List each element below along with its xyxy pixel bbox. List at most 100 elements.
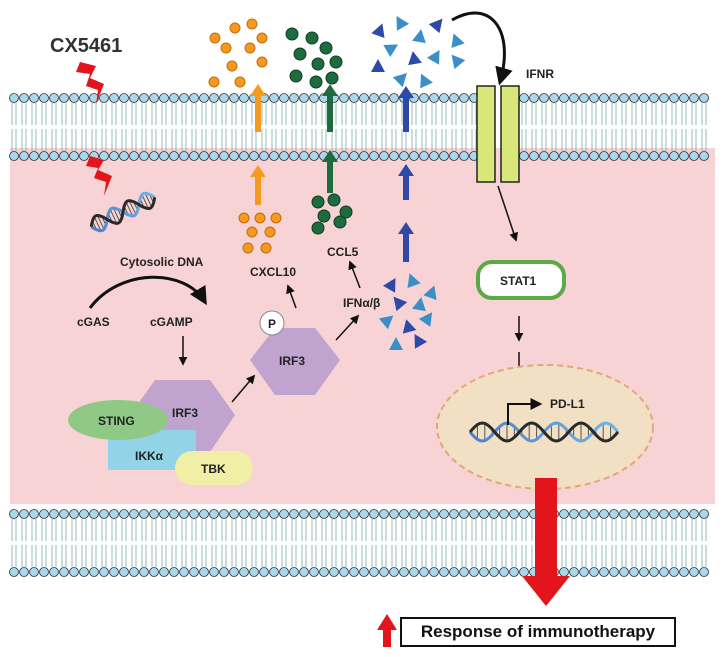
lipid-head <box>29 509 39 519</box>
lipid-head <box>189 151 199 161</box>
irf3-active-hexagon <box>250 328 340 395</box>
lipid-head <box>589 567 599 577</box>
ifn-particle <box>393 296 408 312</box>
lipid-head <box>689 151 699 161</box>
cxcl10-particle <box>264 226 276 238</box>
lipid-head <box>169 509 179 519</box>
lipid-head <box>209 151 219 161</box>
lipid-head <box>339 509 349 519</box>
lipid-head <box>39 93 49 103</box>
lipid-head <box>639 509 649 519</box>
lipid-head <box>49 151 59 161</box>
lipid-head <box>19 567 29 577</box>
lipid-head <box>429 567 439 577</box>
lipid-head <box>679 93 689 103</box>
lipid-head <box>699 93 709 103</box>
lipid-head <box>209 509 219 519</box>
lipid-head <box>79 93 89 103</box>
lipid-head <box>189 567 199 577</box>
sting-ellipse <box>68 400 168 440</box>
lipid-head <box>269 93 279 103</box>
complex-to-irf3-arrow <box>231 374 256 403</box>
lipid-head <box>669 151 679 161</box>
lipid-head <box>169 151 179 161</box>
lipid-head <box>149 151 159 161</box>
lipid-head <box>329 567 339 577</box>
lipid-head <box>299 151 309 161</box>
lipid-head <box>379 567 389 577</box>
lipid-head <box>109 509 119 519</box>
lipid-head <box>109 567 119 577</box>
lipid-head <box>129 93 139 103</box>
lipid-head <box>189 509 199 519</box>
ccl5-particle <box>327 193 341 207</box>
lipid-head <box>269 567 279 577</box>
lipid-head <box>519 93 529 103</box>
lipid-head <box>399 509 409 519</box>
ifn-particle <box>412 297 426 312</box>
lipid-head <box>509 567 519 577</box>
lipid-head <box>639 93 649 103</box>
lipid-head <box>379 93 389 103</box>
ccl5-particle <box>309 75 323 89</box>
lipid-head <box>119 567 129 577</box>
lipid-head <box>29 151 39 161</box>
lipid-head <box>209 567 219 577</box>
lipid-head <box>619 567 629 577</box>
lipid-head <box>249 509 259 519</box>
lipid-head <box>439 509 449 519</box>
lipid-head <box>169 567 179 577</box>
cxcl10-particle <box>220 42 232 54</box>
ifn-particle <box>392 73 407 88</box>
lipid-head <box>669 567 679 577</box>
lipid-head <box>169 93 179 103</box>
lipid-head <box>389 93 399 103</box>
lipid-head <box>469 567 479 577</box>
lipid-head <box>139 151 149 161</box>
cxcl10-particle <box>256 32 268 44</box>
lipid-head <box>359 509 369 519</box>
lipid-head <box>259 151 269 161</box>
lipid-head <box>229 151 239 161</box>
ccl5-particle <box>305 31 319 45</box>
ifn-transport-arrow <box>403 174 409 200</box>
ifnr-receptor <box>476 85 520 183</box>
ifn-particle <box>426 49 440 65</box>
lipid-head <box>699 509 709 519</box>
lipid-head <box>69 567 79 577</box>
ikk-label: IKKα <box>135 449 164 463</box>
ifn-particle <box>451 33 465 49</box>
lipid-head <box>599 151 609 161</box>
lipid-head <box>69 93 79 103</box>
lipid-head <box>589 151 599 161</box>
plasma-membrane-bottom <box>9 509 709 577</box>
lipid-head <box>369 509 379 519</box>
lipid-head <box>249 567 259 577</box>
lipid-head <box>579 509 589 519</box>
cxcl10-particle <box>229 22 241 34</box>
ifn-particle <box>402 319 417 334</box>
tbk-box <box>175 451 253 485</box>
lipid-head <box>179 567 189 577</box>
ccl5-particle <box>329 55 343 69</box>
increase-arrow-icon <box>377 614 397 647</box>
irf3-to-cxcl10-arrow <box>286 284 297 309</box>
lipid-head <box>99 93 109 103</box>
lipid-head <box>159 567 169 577</box>
lipid-head <box>319 509 329 519</box>
lipid-head <box>559 509 569 519</box>
lipid-head <box>349 151 359 161</box>
lipid-head <box>9 151 19 161</box>
stat1-label: STAT1 <box>500 274 537 288</box>
lipid-head <box>629 509 639 519</box>
lipid-head <box>319 567 329 577</box>
irf3-active-label: IRF3 <box>279 354 305 368</box>
lipid-head <box>149 93 159 103</box>
lipid-head <box>9 509 19 519</box>
cxcl10-particle <box>256 56 268 68</box>
cxcl10-label: CXCL10 <box>250 265 296 279</box>
lipid-head <box>39 509 49 519</box>
lipid-head <box>599 93 609 103</box>
ifn-release-arrow-head <box>398 86 414 98</box>
lipid-head <box>449 509 459 519</box>
